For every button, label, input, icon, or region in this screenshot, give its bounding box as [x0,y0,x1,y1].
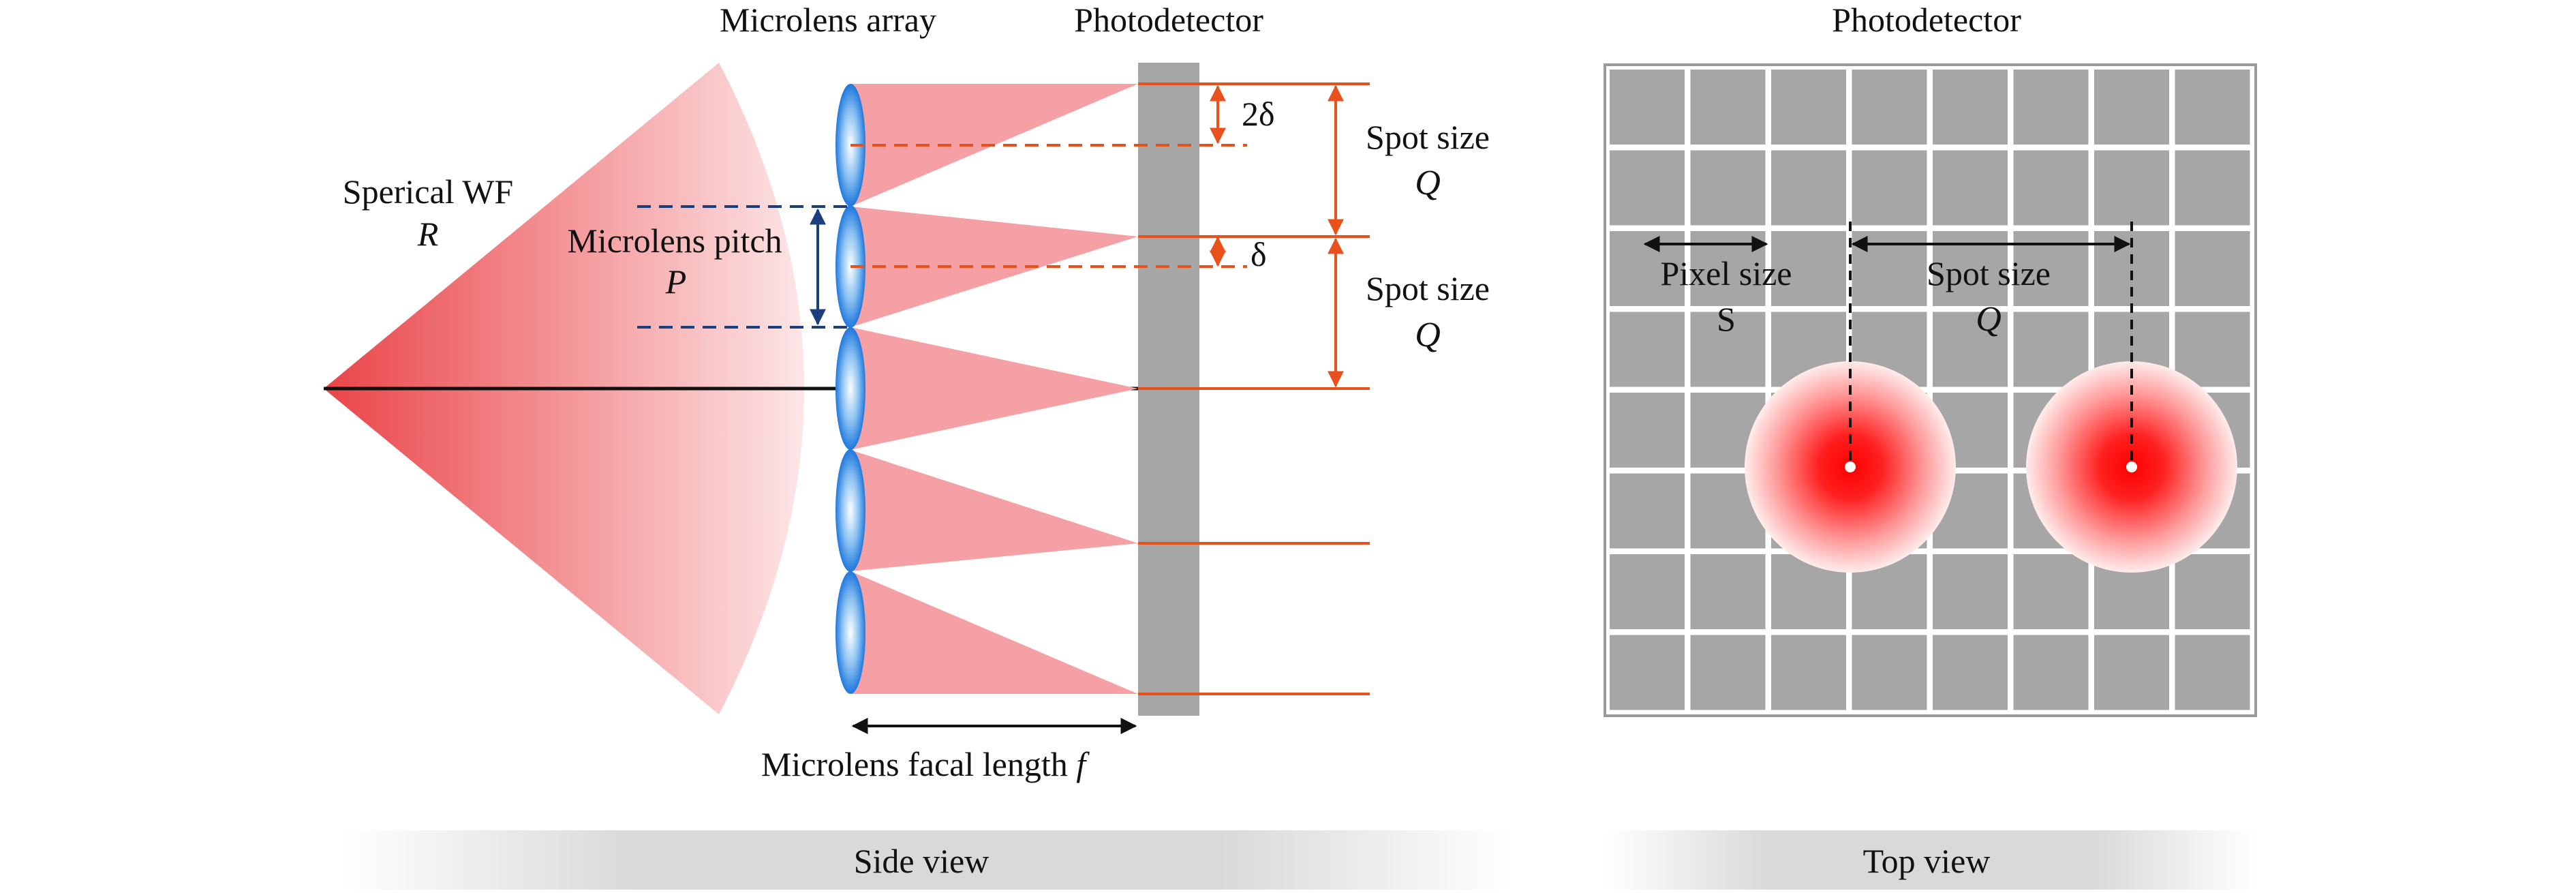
top-view-banner-label: Top view [1863,842,1991,880]
pixel-cell [1690,554,1766,629]
pixel-cell [1852,231,1927,306]
pixel-cell [1610,635,1685,710]
pixel-cell [1933,554,2008,629]
spot-lines [850,82,1370,695]
delta-label: δ [1251,235,1267,273]
pitch-symbol: P [665,262,687,301]
pixel-cell [2013,150,2089,226]
microlens-5 [835,571,865,694]
pixel-cell [1933,70,2008,145]
top-spot-size-symbol: Q [1976,300,2002,339]
pixel-size-label: Pixel size [1660,254,1792,292]
spot-center-dot-1 [1845,461,1856,472]
pixel-cell [1771,635,1846,710]
pixel-cell [1610,70,1685,145]
microlens-array-title: Microlens array [720,1,936,39]
microlens-4 [835,449,865,572]
microlens-array [835,84,865,694]
2delta-label: 2δ [1242,95,1275,133]
spot-size-label-1: Spot size [1366,118,1490,156]
spot-size-symbol-2: Q [1415,316,1441,354]
pixel-cell [1933,150,2008,226]
pixel-cell [1610,473,1685,549]
pixel-cell [2175,312,2250,387]
side-view-banner-label: Side view [854,842,990,880]
focal-length-label: Microlens facal length f [761,745,1090,783]
top-spot-size-label: Spot size [1927,254,2051,292]
pixel-cell [2013,554,2089,629]
microlens-3 [835,327,865,450]
pixel-cell [2013,70,2089,145]
pixel-cell [1852,150,1927,226]
spot-center-dot-2 [2126,461,2137,472]
pitch-label: Microlens pitch [567,222,782,260]
pixel-size-symbol: S [1717,300,1736,338]
pixel-cell [2094,635,2169,710]
pitch-marker [637,205,850,329]
pixel-cell [2175,231,2250,306]
focal-length-text: Microlens facal length [761,745,1076,783]
pixel-cell [2175,554,2250,629]
pixel-cell [1690,150,1766,226]
focused-beams [850,84,1138,694]
spot-size-label-2: Spot size [1366,269,1490,307]
pixel-cell [2094,70,2169,145]
pixel-cell [1771,150,1846,226]
pixel-cell [2175,635,2250,710]
top-view-banner [1605,830,2256,890]
wavefront-label: Sperical WF [343,172,513,211]
focal-length-symbol: f [1076,745,1090,783]
beam-3 [850,327,1138,450]
pixel-cell [2013,312,2089,387]
pixel-cell [1852,635,1927,710]
pixel-cell [1610,393,1685,468]
pixel-cell [2175,150,2250,226]
pixel-cell [2175,70,2250,145]
pixel-cell [1771,231,1846,306]
pixel-cell [1610,150,1685,226]
side-photodetector-title: Photodetector [1074,1,1263,39]
pixel-cell [1690,635,1766,710]
wavefront-symbol: R [417,215,439,253]
pixel-cell [1933,635,2008,710]
pixel-cell [1933,312,2008,387]
pixel-cell [1771,70,1846,145]
pixel-cell [1610,554,1685,629]
pixel-cell [1690,312,1766,387]
pixel-cell [2013,635,2089,710]
top-photodetector-title: Photodetector [1832,1,2021,39]
pixel-cell [1690,70,1766,145]
pixel-cell [1852,70,1927,145]
spot-size-symbol-1: Q [1415,164,1441,202]
side-view-banner [341,830,1513,890]
pixel-cell [2094,150,2169,226]
pixel-cell [1610,312,1685,387]
beam-5 [850,571,1138,694]
beam-4 [850,450,1138,571]
